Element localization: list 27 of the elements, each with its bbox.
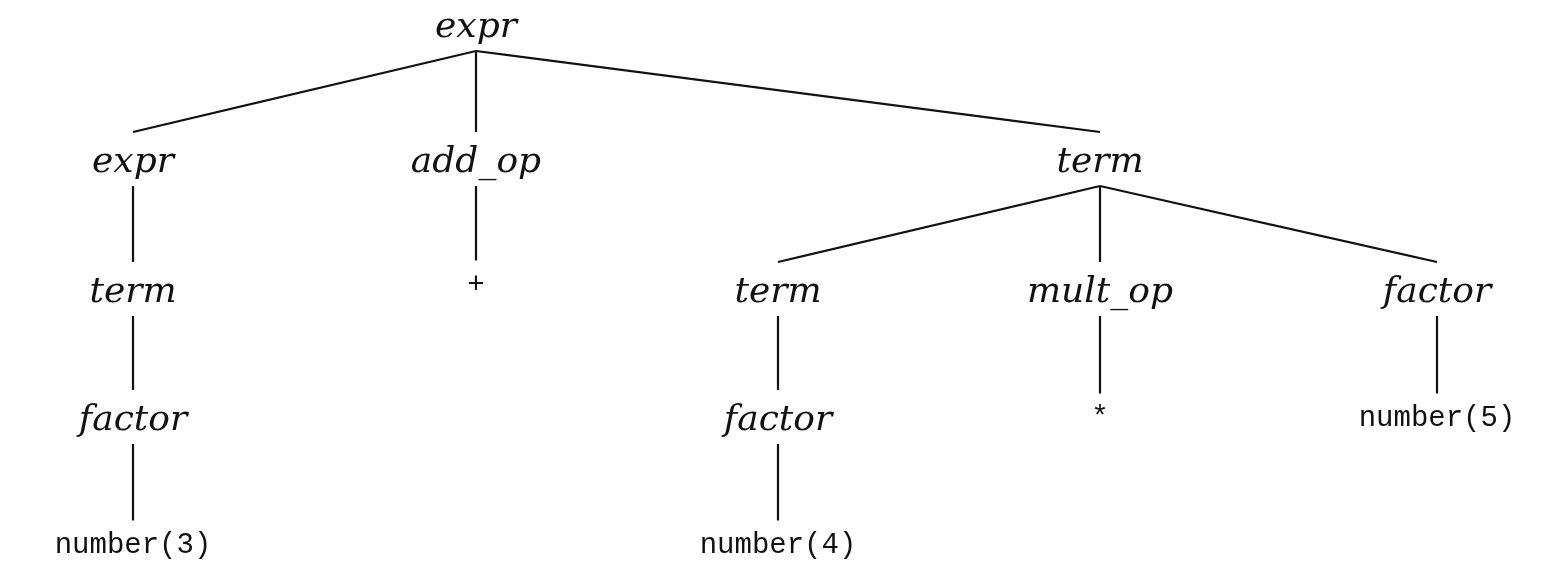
tree-node-label: term [1056, 142, 1144, 178]
tree-node-label: * [1091, 403, 1109, 433]
tree-branch-line [474, 186, 478, 261]
tree-branch-line [131, 316, 135, 390]
tree-branch-line [776, 444, 780, 521]
tree-node-label: number(4) [699, 530, 857, 560]
tree-branch-line [1098, 316, 1102, 394]
tree-branch-line [1098, 186, 1102, 262]
tree-node-label: factor [1382, 272, 1492, 308]
tree-node-label: term [89, 272, 177, 308]
tree-node-label: factor [78, 400, 188, 436]
tree-branch-line [131, 444, 135, 521]
tree-node-label: + [467, 270, 485, 300]
tree-branch-line [475, 49, 1101, 134]
tree-node-label: expr [435, 7, 517, 43]
tree-branch-line [132, 49, 477, 134]
tree-node-label: expr [92, 142, 174, 178]
tree-branch-line [1099, 184, 1438, 264]
tree-node-label: term [734, 272, 822, 308]
tree-node-label: number(3) [54, 530, 212, 560]
tree-node-label: factor [723, 400, 833, 436]
tree-branch-line [131, 186, 135, 262]
tree-branch-line [474, 51, 478, 132]
tree-branch-line [1435, 316, 1439, 394]
tree-node-label: number(5) [1358, 403, 1516, 433]
tree-branch-line [777, 184, 1101, 264]
tree-branch-line [776, 316, 780, 390]
